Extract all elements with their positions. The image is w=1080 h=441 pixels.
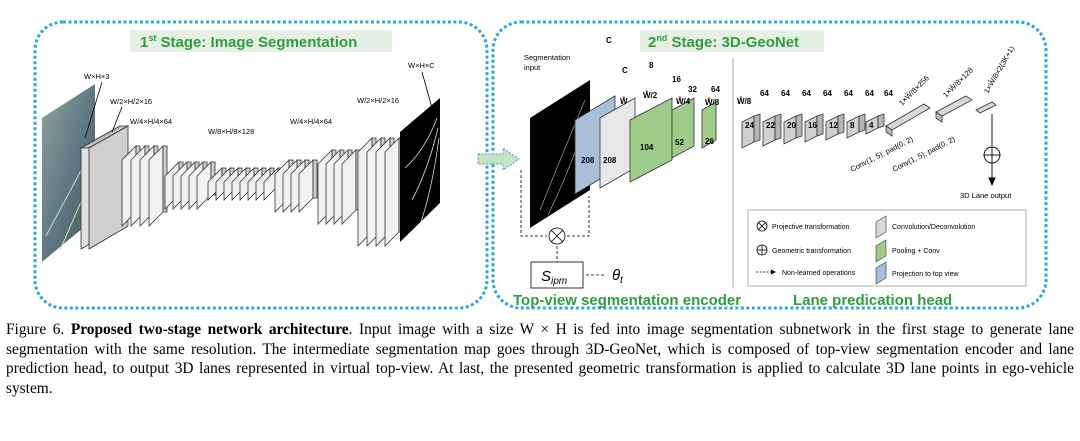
legend-conv: Convolution/Deconvolution [892,224,975,231]
stage1-encoder-blocks [79,125,404,250]
legend-proj-icon [875,261,887,285]
head-side-label: 24 [745,121,754,130]
head-top-label: 64 [844,89,853,98]
architecture-figure: 1st Stage: Image Segmentation 2nd Stage:… [33,20,1048,310]
stage1-title-bg [130,30,392,52]
enc-frac-4: Ŵ/8 [705,98,720,107]
encoder-side-label: 52 [675,138,684,147]
head-side-label: 8 [850,121,855,130]
legend-projective: Projective transformation [772,224,850,231]
legend-nonlearned: Non-learned operations [782,270,856,277]
fc-label-2: 1×Ŵ/8×128 [941,66,975,100]
caption-bold: Proposed two-stage network architecture [70,321,349,338]
head-top-labels: 64 64 64 64 64 64 64 [760,89,893,98]
head-side-label: 4 [869,121,874,130]
legend-conv-icon [875,215,887,239]
encoder-title: Top-view segmentation encoder [513,292,741,309]
encoder-top-label: 16 [672,75,681,84]
encoder-top-label: C [622,66,628,75]
figure-caption: Figure 6. Proposed two-stage network arc… [6,321,1074,397]
encoder-side-label: 26 [705,137,714,146]
head-side-label: 22 [766,121,775,130]
enc-frac-2: Ŵ/2 [643,91,658,100]
encoder-top-labels: C C 8 16 32 64 [606,36,720,94]
head-top-label: 64 [802,89,811,98]
enc-frac-1: Ŵ [620,97,628,106]
fc-label-1: 1×Ŵ/8×256 [897,74,931,108]
sipm-label: Sipm [541,268,567,287]
stage2-title-bg [640,30,824,52]
head-side-label: 20 [787,121,796,130]
label-l2: W/4×H/4×64 [130,117,172,126]
head-top-label: 64 [823,89,832,98]
caption-text: . Input image with a size W × H is fed i… [6,321,1074,397]
head-side-label: 12 [829,121,838,130]
encoder-top-label: 32 [688,85,697,94]
fc-label-3: 1×Ŵ/8×2(3K+1) [982,44,1017,95]
legend-box [747,209,1027,287]
legend-geometric-icon [756,244,768,256]
label-l3: W/8×H/8×128 [208,127,254,136]
theta-label: θt [612,267,624,286]
encoder-side-label: 104 [640,143,654,152]
label-l4: W/4×H/4×64 [290,117,332,126]
legend-geometric: Geometric transformation [772,248,851,255]
head-side-labels: 24 22 20 16 12 8 4 [745,121,874,130]
fc-blocks [885,95,997,137]
head-title: Lane predication head [793,292,952,309]
enc-frac-3: Ŵ/4 [676,97,691,106]
geometric-op [983,114,1001,187]
seg-input-label: Segmentation [524,53,570,62]
encoder-blocks [574,95,717,195]
label-l1: W/2×H/2×16 [110,97,152,106]
encoder-side-label: 208 [581,156,595,165]
head-top-label: 64 [781,89,790,98]
stage1-frame [33,20,489,310]
legend-proj: Projection to top view [892,271,959,278]
legend-pool: Pooling + Conv [892,248,940,255]
stage-transfer-arrow [477,147,520,171]
head-frac: Ŵ/8 [737,97,752,106]
head-top-label: 64 [760,89,769,98]
label-out: W×H×C [408,61,435,70]
head-top-label: 64 [884,89,893,98]
stage2-frame [491,20,1048,310]
legend-projective-icon [756,220,768,232]
seg-input-label-2: input [524,63,541,72]
head-side-label: 16 [808,121,817,130]
head-blocks [741,113,885,149]
projection-loop [520,170,606,289]
encoder-top-label: 64 [711,85,720,94]
stage2-title: 2nd Stage: 3D-GeoNet [648,33,799,51]
lane-output-label: 3D Lane output [960,191,1012,200]
encoder-side-labels: 208 208 104 52 26 [581,137,714,165]
stage1-title: 1st Stage: Image Segmentation [140,33,357,51]
label-input: W×H×3 [84,72,109,81]
encoder-side-label: 208 [603,156,617,165]
encoder-top-label: C [606,36,612,45]
head-top-label: 64 [865,89,874,98]
legend-nonlearned-icon [756,269,776,275]
label-l5: W/2×H/2×16 [357,96,399,105]
encoder-top-label: 8 [649,61,654,70]
legend-pool-icon [875,239,887,263]
